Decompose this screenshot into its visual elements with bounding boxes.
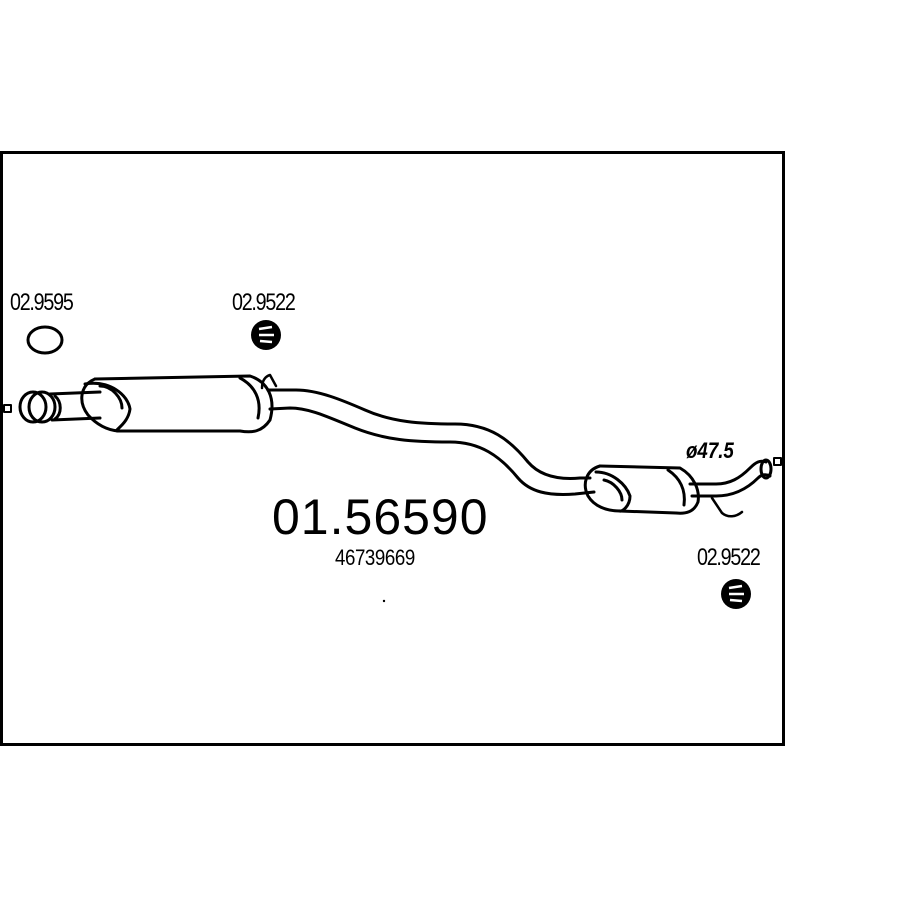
ring-gasket-icon <box>26 325 64 355</box>
rear-muffler <box>583 464 700 515</box>
rear-hanger-hook <box>710 496 744 518</box>
main-part-number: 01.56590 <box>272 489 489 545</box>
inlet-pipe <box>48 390 102 422</box>
front-hanger-hook <box>260 373 278 390</box>
stray-dot <box>382 599 386 603</box>
diagram-frame <box>0 151 785 746</box>
middle-pipe <box>266 388 596 496</box>
gasket-part-number: 02.9595 <box>10 289 74 316</box>
front-hanger-part-number: 02.9522 <box>232 289 296 316</box>
left-end-tab <box>3 404 12 413</box>
tail-pipe <box>688 458 773 498</box>
oem-number: 46739669 <box>335 545 415 570</box>
pipe-diameter-label: ø47.5 <box>686 438 734 463</box>
inlet-flange <box>18 390 57 424</box>
rubber-hanger-icon <box>251 320 281 350</box>
rubber-hanger-icon <box>721 579 751 609</box>
rear-hanger-part-number: 02.9522 <box>697 544 761 571</box>
right-end-tab <box>773 457 782 466</box>
front-muffler <box>80 374 274 434</box>
